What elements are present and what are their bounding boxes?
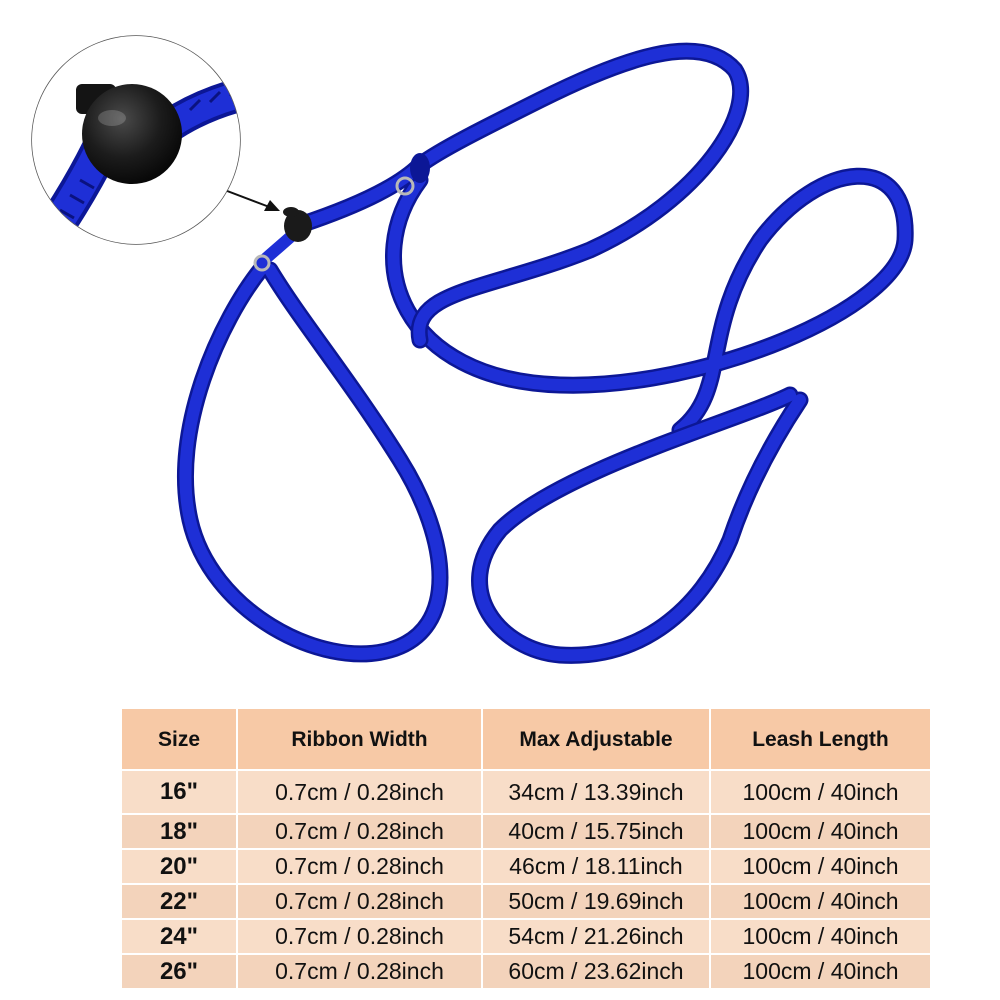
ribbon-width-cell: 0.7cm / 0.28inch — [236, 953, 483, 990]
ribbon-width-cell: 0.7cm / 0.28inch — [236, 918, 483, 955]
max-adjustable-cell: 40cm / 15.75inch — [481, 813, 711, 850]
max-adjustable-cell: 34cm / 13.39inch — [481, 769, 711, 815]
table-row: 16" 0.7cm / 0.28inch 34cm / 13.39inch 10… — [120, 769, 932, 815]
leash-length-cell: 100cm / 40inch — [709, 813, 932, 850]
size-cell: 24" — [120, 918, 238, 955]
leash-length-cell: 100cm / 40inch — [709, 883, 932, 920]
table-row: 18" 0.7cm / 0.28inch 40cm / 15.75inch 10… — [120, 813, 932, 850]
stopper-bead — [283, 207, 312, 242]
leash-main-rope — [291, 42, 749, 349]
size-chart-table: Size Ribbon Width Max Adjustable Leash L… — [120, 707, 932, 990]
size-cell: 20" — [120, 848, 238, 885]
max-adjustable-cell: 46cm / 18.11inch — [481, 848, 711, 885]
header-max-adjustable: Max Adjustable — [481, 707, 711, 771]
knot — [410, 153, 430, 183]
size-cell: 22" — [120, 883, 238, 920]
leash-length-cell: 100cm / 40inch — [709, 769, 932, 815]
header-size: Size — [120, 707, 238, 771]
table-row: 26" 0.7cm / 0.28inch 60cm / 23.62inch 10… — [120, 953, 932, 990]
leash-length-cell: 100cm / 40inch — [709, 918, 932, 955]
leash-collar-loop — [177, 259, 449, 663]
metal-ring — [253, 254, 271, 272]
metal-ring-upper — [395, 176, 415, 196]
leash-handle-loop — [385, 167, 914, 439]
max-adjustable-cell: 60cm / 23.62inch — [481, 953, 711, 990]
ribbon-width-cell: 0.7cm / 0.28inch — [236, 848, 483, 885]
table-header-row: Size Ribbon Width Max Adjustable Leash L… — [120, 707, 932, 771]
size-cell: 18" — [120, 813, 238, 850]
table-row: 20" 0.7cm / 0.28inch 46cm / 18.11inch 10… — [120, 848, 932, 885]
leash-length-cell: 100cm / 40inch — [709, 848, 932, 885]
ribbon-width-cell: 0.7cm / 0.28inch — [236, 883, 483, 920]
size-cell: 16" — [120, 769, 238, 815]
leash-length-cell: 100cm / 40inch — [709, 953, 932, 990]
header-ribbon-width: Ribbon Width — [236, 707, 483, 771]
table-row: 22" 0.7cm / 0.28inch 50cm / 19.69inch 10… — [120, 883, 932, 920]
size-cell: 26" — [120, 953, 238, 990]
ribbon-width-cell: 0.7cm / 0.28inch — [236, 813, 483, 850]
max-adjustable-cell: 54cm / 21.26inch — [481, 918, 711, 955]
leash-photo — [31, 35, 914, 664]
leash-lower-loop — [471, 386, 809, 664]
table-row: 24" 0.7cm / 0.28inch 54cm / 21.26inch 10… — [120, 918, 932, 955]
zoom-callout — [31, 35, 241, 245]
ribbon-width-cell: 0.7cm / 0.28inch — [236, 769, 483, 815]
max-adjustable-cell: 50cm / 19.69inch — [481, 883, 711, 920]
header-leash-length: Leash Length — [709, 707, 932, 771]
